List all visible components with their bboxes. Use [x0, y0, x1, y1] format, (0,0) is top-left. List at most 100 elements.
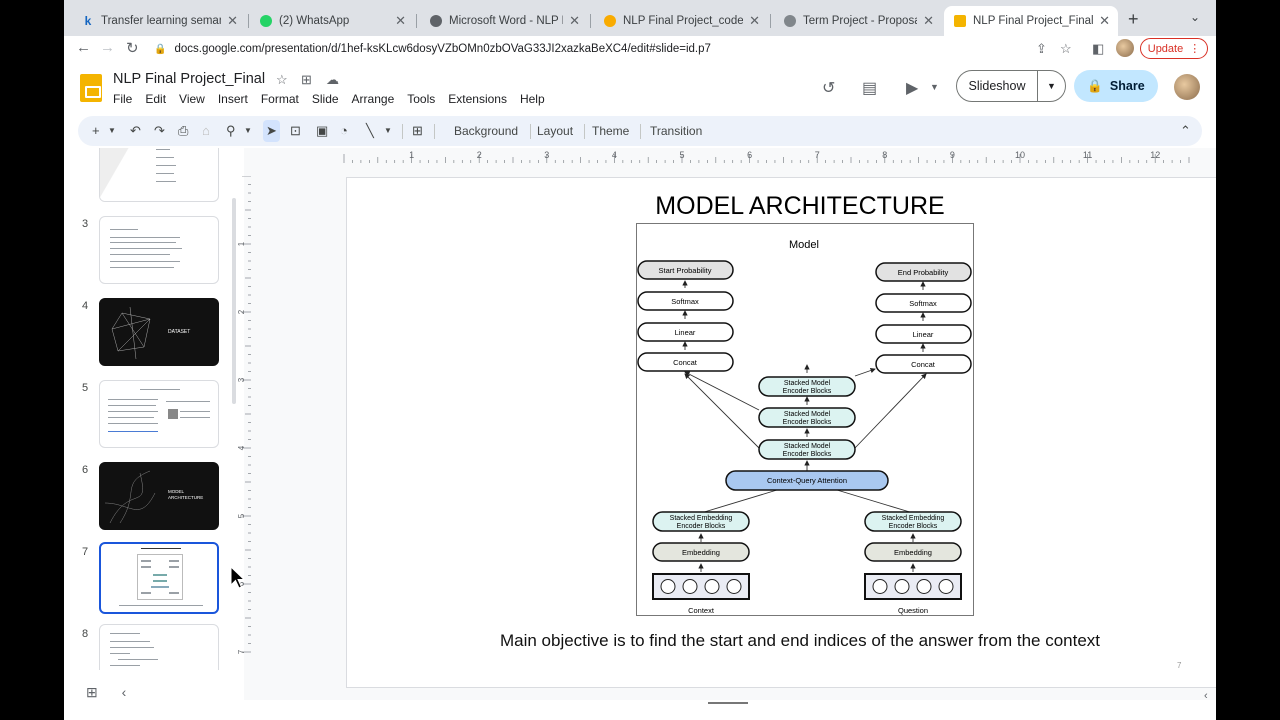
move-folder-icon[interactable]: ⊞: [301, 72, 312, 87]
embedding-node-right: Embedding: [864, 542, 962, 562]
grid-view-icon[interactable]: ⊞: [86, 684, 98, 700]
browser-tab[interactable]: (2) WhatsApp ✕: [250, 6, 414, 36]
menu-view[interactable]: View: [179, 92, 205, 106]
forward-icon[interactable]: →: [100, 39, 115, 56]
paint-format-icon[interactable]: ⌂: [202, 123, 210, 138]
slide-title[interactable]: MODEL ARCHITECTURE: [655, 192, 945, 220]
cloud-status-icon[interactable]: ☁: [326, 72, 339, 87]
slide-thumbnail-5[interactable]: [99, 380, 219, 448]
svg-text:Softmax: Softmax: [671, 297, 699, 306]
ruler-label: 4: [612, 150, 617, 160]
background-button[interactable]: Background: [454, 124, 519, 138]
print-icon[interactable]: ⎙: [178, 123, 189, 138]
select-cursor-icon[interactable]: ➤: [263, 120, 280, 142]
menu-arrange[interactable]: Arrange: [351, 92, 395, 106]
collapse-filmstrip-icon[interactable]: ‹: [121, 684, 127, 700]
transition-button[interactable]: Transition: [650, 124, 703, 138]
shape-icon[interactable]: ◔: [340, 123, 348, 138]
slide-caption[interactable]: Main objective is to find the start and …: [499, 631, 1101, 650]
slide-canvas[interactable]: MODEL ARCHITECTURE Model: [346, 177, 1216, 688]
slide-number: 7: [1177, 661, 1182, 670]
linear-node-left: Linear: [637, 322, 734, 342]
comments-icon[interactable]: ▤: [862, 80, 878, 97]
browser-tab[interactable]: NLP Final Project_code (1) ✕: [594, 6, 768, 36]
text-box-icon[interactable]: ⊡: [290, 123, 301, 138]
more-vert-icon: ⋮: [1189, 43, 1201, 55]
linear-node-right: Linear: [875, 324, 972, 344]
slideshow-dropdown-icon[interactable]: ▼: [1047, 81, 1056, 91]
menu-slide[interactable]: Slide: [311, 92, 339, 106]
menu-help[interactable]: Help: [519, 92, 545, 106]
close-tab-icon[interactable]: ✕: [923, 13, 934, 28]
line-icon[interactable]: ╲: [366, 123, 374, 138]
close-tab-icon[interactable]: ✕: [749, 13, 760, 28]
share-page-icon[interactable]: ⇪: [1036, 41, 1047, 56]
browser-tab-active[interactable]: NLP Final Project_Final - G ✕: [944, 6, 1118, 36]
back-icon[interactable]: ←: [76, 39, 91, 56]
star-icon[interactable]: ☆: [276, 72, 288, 87]
stacked-embedding-encoder-left: Stacked Embedding Encoder Blocks: [652, 511, 750, 532]
new-slide-icon[interactable]: +: [92, 123, 100, 138]
line-dropdown-icon[interactable]: ▼: [384, 126, 392, 135]
share-button[interactable]: 🔒 Share: [1074, 70, 1158, 102]
reload-icon[interactable]: ↻: [126, 40, 139, 57]
softmax-node-right: Softmax: [875, 293, 972, 313]
tab-search-icon[interactable]: ⌄: [1190, 10, 1201, 24]
profile-avatar[interactable]: [1116, 39, 1134, 57]
menu-edit[interactable]: Edit: [145, 92, 167, 106]
slides-logo-icon[interactable]: [80, 74, 102, 102]
menu-extensions[interactable]: Extensions: [448, 92, 507, 106]
slide-thumbnail[interactable]: [99, 148, 219, 202]
meet-video-icon[interactable]: ▶: [906, 80, 919, 97]
document-title[interactable]: NLP Final Project_Final: [113, 71, 266, 87]
menu-tools[interactable]: Tools: [407, 92, 436, 106]
slide-thumbnail-4[interactable]: DATASET: [99, 298, 219, 366]
zoom-icon[interactable]: ⚲: [226, 123, 236, 138]
update-button[interactable]: Update ⋮: [1140, 38, 1208, 59]
redo-icon[interactable]: ↷: [154, 123, 165, 138]
ruler-label: 8: [882, 150, 887, 160]
undo-icon[interactable]: ↶: [130, 123, 141, 138]
bookmark-star-icon[interactable]: ☆: [1060, 41, 1072, 56]
menu-insert[interactable]: Insert: [217, 92, 248, 106]
slide-thumbnail-6[interactable]: MODEL ARCHITECTURE: [99, 462, 219, 530]
filmstrip-scrollbar[interactable]: [232, 198, 236, 404]
theme-button[interactable]: Theme: [592, 124, 630, 138]
meet-dropdown-icon[interactable]: ▼: [930, 82, 939, 92]
add-comment-icon[interactable]: ⊞: [412, 123, 423, 138]
collapse-toolbar-icon[interactable]: ⌃: [1180, 123, 1191, 138]
slideshow-button[interactable]: Slideshow ▼: [956, 70, 1066, 102]
close-tab-icon[interactable]: ✕: [227, 13, 238, 28]
new-slide-dropdown-icon[interactable]: ▼: [108, 126, 116, 135]
layout-button[interactable]: Layout: [537, 124, 574, 138]
model-architecture-diagram[interactable]: Model: [636, 223, 974, 616]
softmax-node-left: Softmax: [637, 291, 734, 311]
browser-tab[interactable]: k Transfer learning semantic ✕: [72, 6, 246, 36]
close-tab-icon[interactable]: ✕: [395, 13, 406, 28]
ruler-label: 7: [815, 150, 820, 160]
scroll-arrow-icon[interactable]: ‹: [1204, 690, 1208, 702]
slide-thumbnail-3[interactable]: [99, 216, 219, 284]
slide-thumbnail-7-selected[interactable]: [99, 542, 219, 614]
image-icon[interactable]: ▣: [316, 123, 329, 138]
svg-text:Context: Context: [688, 606, 715, 615]
ruler-label: 9: [950, 150, 955, 160]
browser-toolbar: ← → ↻ 🔒 docs.google.com/presentation/d/1…: [64, 36, 1216, 62]
horizontal-ruler[interactable]: 12345678910111213: [282, 148, 1202, 164]
browser-tab[interactable]: Term Project - Proposal Su ✕: [774, 6, 942, 36]
menu-file[interactable]: File: [113, 92, 133, 106]
address-bar[interactable]: 🔒 docs.google.com/presentation/d/1hef-ks…: [154, 43, 711, 55]
side-panel-icon[interactable]: ◧: [1092, 41, 1105, 56]
close-tab-icon[interactable]: ✕: [1099, 13, 1110, 28]
zoom-dropdown-icon[interactable]: ▼: [244, 126, 252, 135]
account-avatar[interactable]: [1174, 74, 1200, 100]
new-tab-icon[interactable]: +: [1128, 9, 1139, 29]
browser-tab[interactable]: Microsoft Word - NLP Fina ✕: [420, 6, 588, 36]
close-tab-icon[interactable]: ✕: [569, 13, 580, 28]
resize-handle[interactable]: [708, 702, 748, 704]
history-icon[interactable]: ↺: [822, 80, 836, 97]
filmstrip: 3 4 DATASET 5: [64, 148, 244, 670]
menu-format[interactable]: Format: [260, 92, 299, 106]
slide-thumbnail-8[interactable]: [99, 624, 219, 670]
